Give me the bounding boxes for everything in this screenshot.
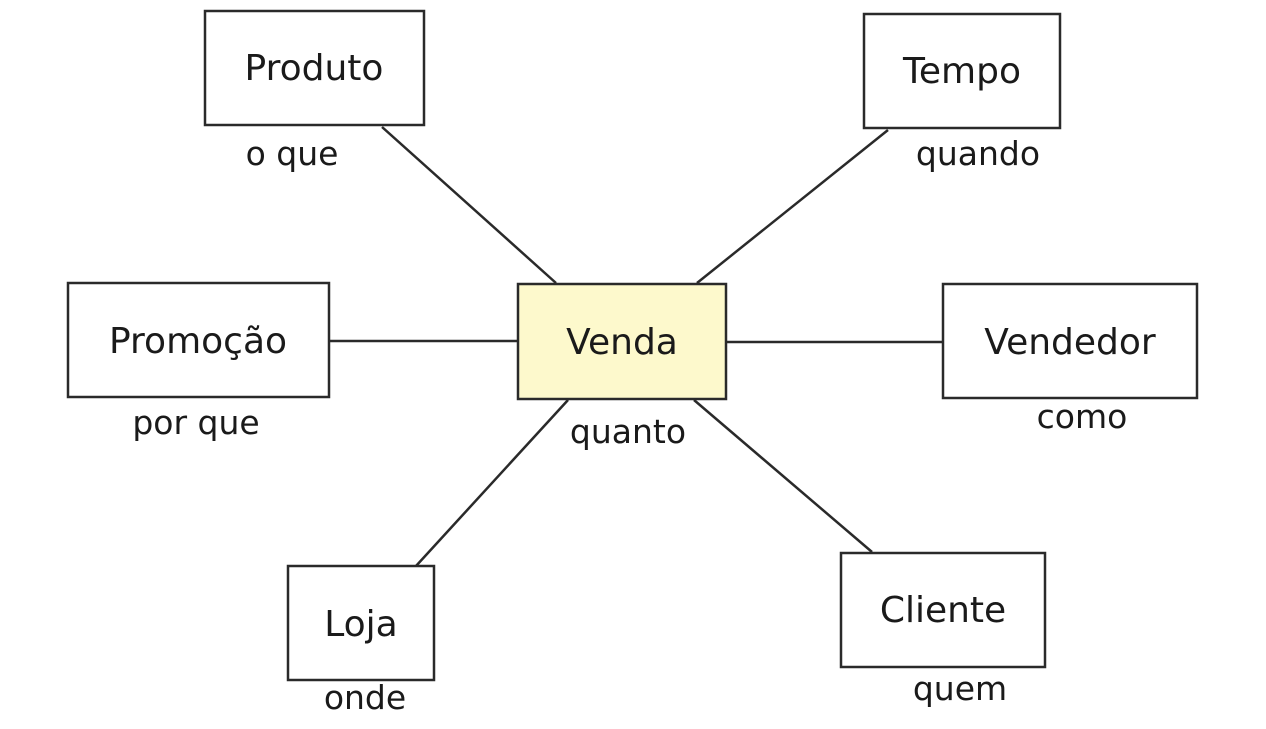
dimension-box xyxy=(66,281,331,399)
link-loja xyxy=(415,399,569,567)
dimension-box xyxy=(286,564,436,682)
dimension-role: por que xyxy=(132,403,259,442)
dimension-node-promocao: Promoção por que xyxy=(66,281,331,442)
dimension-name: Tempo xyxy=(902,51,1021,92)
link-produto xyxy=(381,126,557,284)
dimension-name: Loja xyxy=(324,604,398,645)
dimension-node-tempo: Tempo quando xyxy=(862,12,1062,173)
fact-node-venda: Venda quanto xyxy=(516,282,728,451)
dimension-role: o que xyxy=(246,134,339,173)
connectors xyxy=(330,126,943,567)
fact-role: quanto xyxy=(570,412,686,451)
dimension-node-vendedor: Vendedor como xyxy=(941,282,1199,436)
dimension-box xyxy=(862,12,1062,130)
link-tempo xyxy=(696,129,889,284)
dimension-role: como xyxy=(1037,397,1128,436)
dimension-node-cliente: Cliente quem xyxy=(839,551,1047,708)
dimension-role: quando xyxy=(916,134,1040,173)
fact-name: Venda xyxy=(566,322,678,363)
fact-box xyxy=(516,282,728,401)
dimension-box xyxy=(941,282,1199,400)
dimension-node-produto: Produto o que xyxy=(203,9,426,173)
dimension-box xyxy=(839,551,1047,669)
dimension-node-loja: Loja onde xyxy=(286,564,436,717)
link-cliente xyxy=(693,399,873,553)
dimension-name: Promoção xyxy=(109,321,287,362)
dimension-role: onde xyxy=(324,678,406,717)
dimension-role: quem xyxy=(913,669,1007,708)
dimension-box xyxy=(203,9,426,127)
dimension-name: Produto xyxy=(245,48,384,89)
dimension-name: Cliente xyxy=(880,590,1006,631)
dimension-name: Vendedor xyxy=(984,322,1156,363)
